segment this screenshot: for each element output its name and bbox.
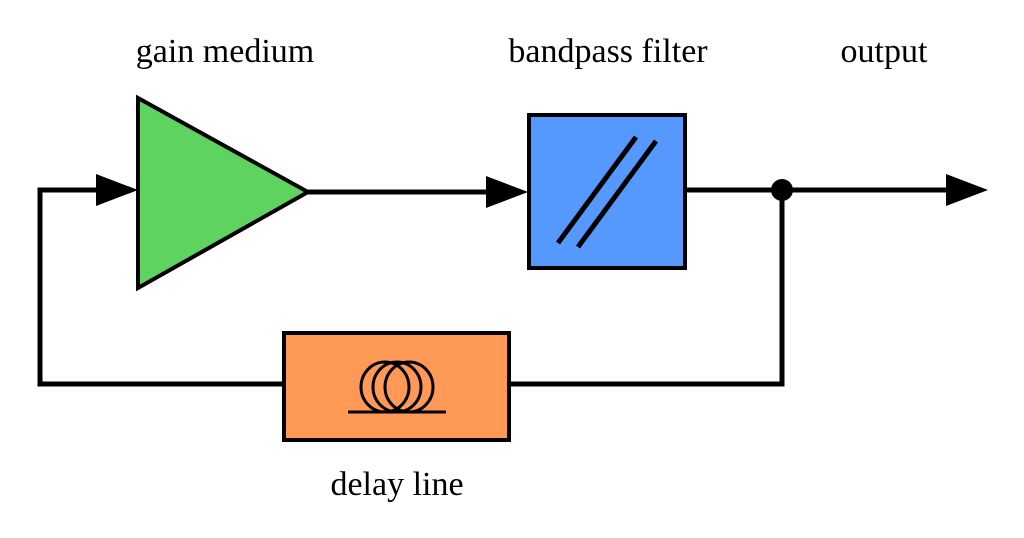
bandpass-filter-block — [527, 113, 687, 270]
fiber-coil-icon — [348, 360, 446, 414]
delay-line-block — [282, 331, 511, 442]
feedback-wire-right — [509, 190, 785, 387]
delay-line-box — [282, 331, 511, 442]
gain-medium-amplifier — [136, 94, 313, 292]
feedback-wire-left — [37, 187, 284, 387]
filter-double-slash-icon — [555, 135, 659, 249]
bandpass-filter-box — [527, 113, 687, 270]
output-label: output — [841, 33, 928, 70]
delay-line-label: delay line — [330, 466, 463, 503]
arrowhead-into-gain — [96, 174, 138, 206]
junction-dot — [771, 179, 793, 201]
arrowhead-into-filter — [486, 176, 528, 208]
gain-medium-label: gain medium — [136, 33, 314, 70]
arrowhead-output — [946, 174, 988, 206]
bandpass-filter-label: bandpass filter — [508, 33, 708, 70]
